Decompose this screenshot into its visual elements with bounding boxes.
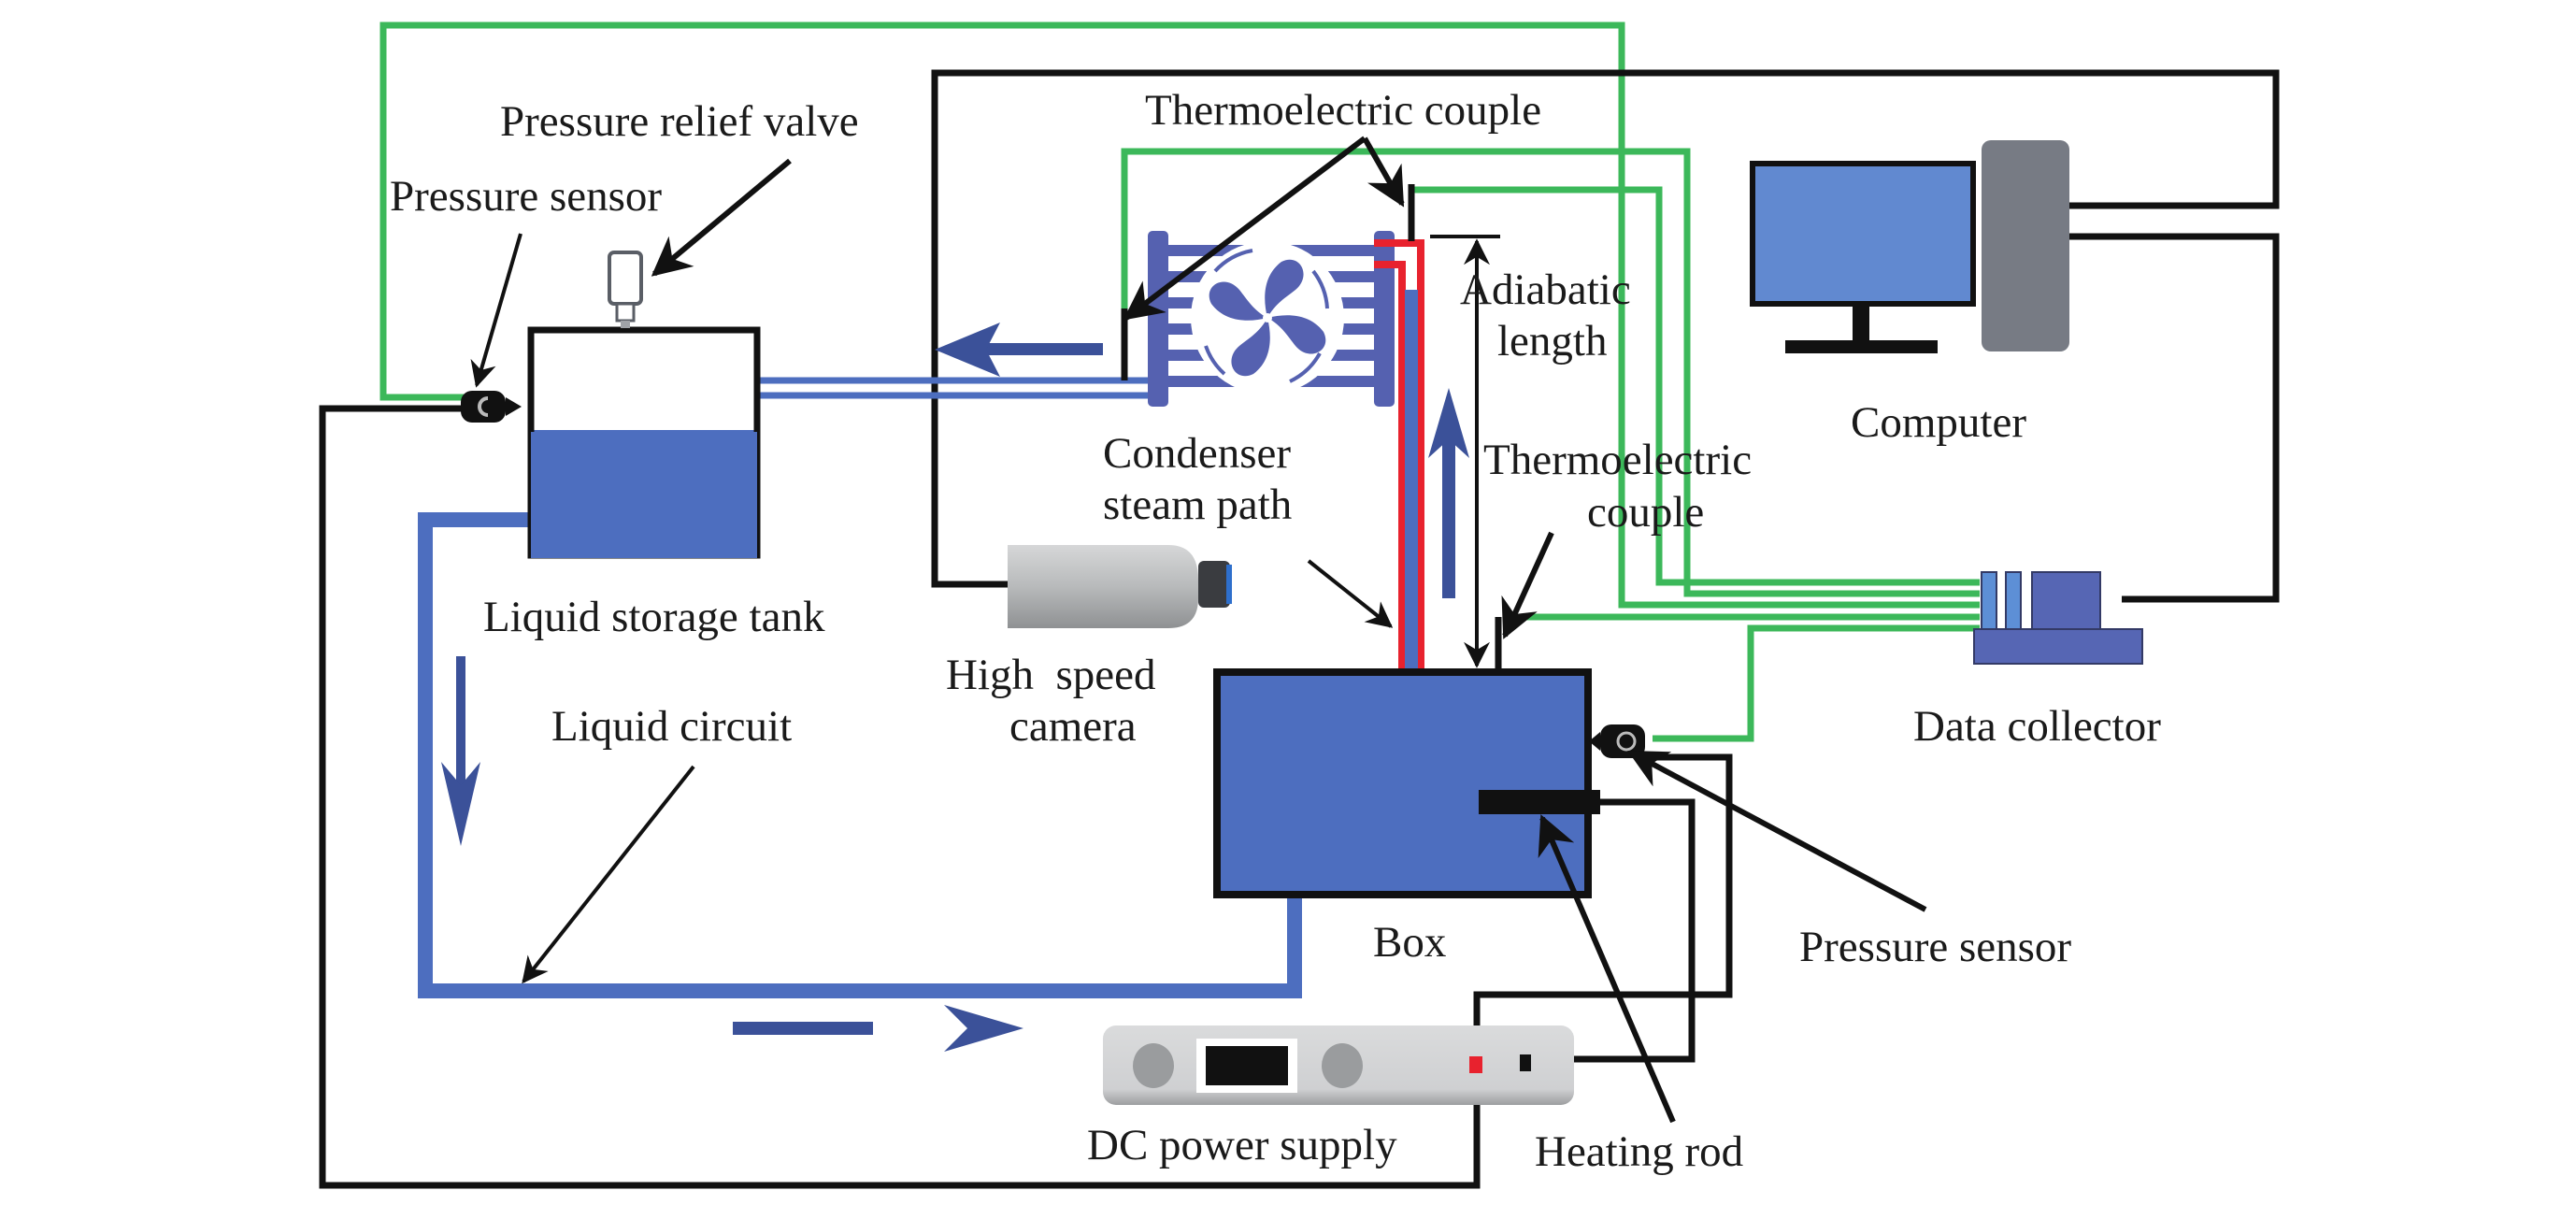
green-wire-adiabatic-tc [1411, 186, 1980, 586]
heating-rod-icon [1479, 790, 1600, 814]
condenser-left-post [1148, 231, 1168, 407]
monitor-base [1785, 340, 1938, 353]
fan-icon [1209, 259, 1326, 377]
computer [1750, 140, 2069, 353]
label-pressure-sensor-tank: Pressure sensor [390, 172, 662, 221]
dc-power-supply [1103, 1025, 1574, 1105]
pressure-sensor-tank-icon [461, 391, 522, 423]
data-collector [1973, 571, 2143, 665]
liquid-circuit [418, 377, 1302, 998]
tank-liquid-overlay [531, 432, 757, 558]
label-computer: Computer [1851, 398, 2026, 447]
flow-arrow-right [733, 1005, 1023, 1052]
label-thermocouple-box-1: Thermoelectric [1483, 436, 1752, 484]
box-body [1213, 668, 1592, 898]
pointer-liquid-circuit [522, 765, 695, 984]
label-box: Box [1373, 918, 1446, 967]
green-wire-box-sensor [1653, 624, 1980, 742]
flow-arrow-up [1428, 388, 1469, 598]
label-high-speed-1: High speed [946, 651, 1156, 699]
label-adiabatic-1: Adiabatic [1460, 265, 1631, 314]
label-thermocouple-top: Thermoelectric couple [1145, 86, 1541, 135]
adiabatic-length-dimension [1430, 235, 1500, 668]
monitor-screen [1750, 161, 1976, 307]
label-condenser-1: Condenser [1103, 429, 1291, 478]
pointer-heating-rod [1538, 814, 1676, 1124]
liquid-storage-tank [527, 326, 761, 559]
green-wire-tank-sensor [379, 22, 1980, 609]
box [1213, 668, 1600, 898]
label-liquid-circuit: Liquid circuit [551, 702, 792, 751]
flow-arrow-left [935, 323, 1103, 377]
label-pressure-sensor-box: Pressure sensor [1799, 923, 2071, 971]
fan-rings [1204, 249, 1329, 383]
condenser-right-post [1374, 231, 1395, 407]
label-thermocouple-box-2: couple [1587, 488, 1704, 537]
label-dc-power-supply: DC power supply [1087, 1121, 1397, 1169]
label-high-speed-2: camera [1009, 702, 1137, 751]
label-condenser-2: steam path [1103, 480, 1292, 529]
label-heating-rod: Heating rod [1535, 1127, 1743, 1176]
signal-wires [379, 22, 1980, 742]
labels: Pressure relief valve Pressure sensor Th… [390, 86, 2161, 1176]
high-speed-camera [1008, 545, 1232, 628]
computer-tower [1982, 140, 2069, 351]
terminal-red [1469, 1056, 1482, 1073]
black-wire-heating-rod-power [1533, 798, 1696, 1063]
steam-path-tube [1374, 239, 1424, 669]
leader-arrows [470, 136, 1927, 1124]
terminal-black [1520, 1054, 1531, 1071]
pressure-relief-valve [608, 251, 643, 328]
pressure-sensor-box-icon [1589, 724, 1645, 758]
pointer-steam-path [1307, 559, 1394, 628]
condenser [1148, 231, 1395, 407]
knob-left [1133, 1043, 1174, 1088]
green-wire-condenser-tc [1121, 148, 1980, 597]
flow-arrows [441, 323, 1469, 1052]
black-wire-computer-collector [2069, 233, 2280, 603]
monitor-neck [1853, 304, 1869, 345]
label-adiabatic-2: length [1497, 317, 1607, 366]
flow-arrow-down [441, 656, 480, 846]
pointer-box-sensor [1627, 750, 1927, 912]
liquid-circuit-pipe [418, 512, 1302, 998]
label-liquid-storage-tank: Liquid storage tank [483, 593, 825, 641]
pointer-tc-condenser [1123, 136, 1367, 321]
pointer-tank-sensor [470, 233, 522, 388]
black-wire-camera-computer [931, 69, 2280, 588]
pointer-tc-adiabatic [1362, 136, 1405, 208]
label-data-collector: Data collector [1913, 702, 2161, 751]
pointer-relief-valve [651, 158, 792, 277]
pointer-tc-box [1501, 531, 1554, 639]
label-pressure-relief-valve: Pressure relief valve [500, 97, 859, 146]
knob-right [1322, 1043, 1363, 1088]
